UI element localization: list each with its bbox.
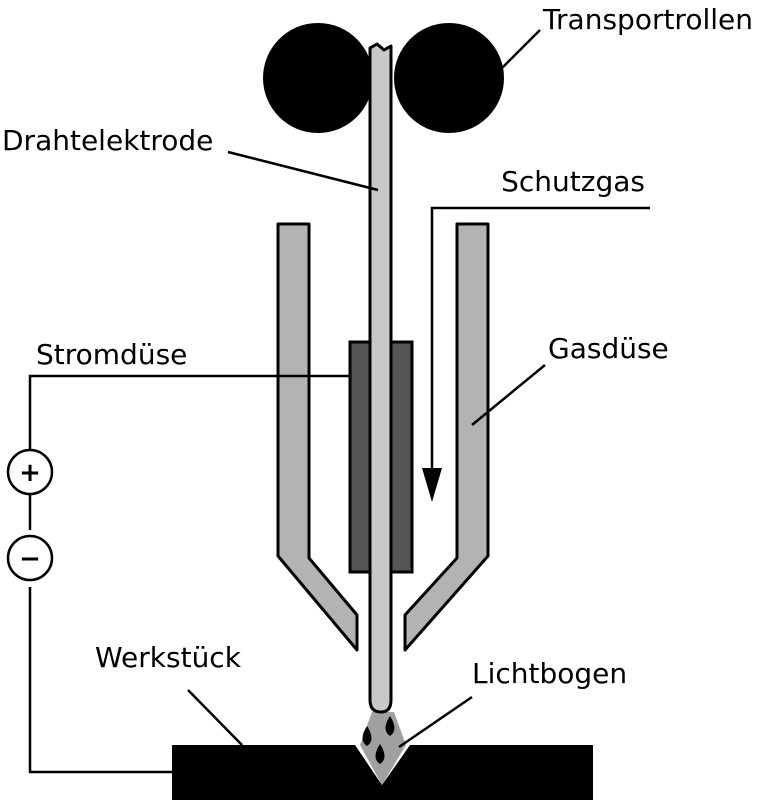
workpiece (172, 745, 593, 800)
label-schutzgas: Schutzgas (501, 165, 645, 198)
minus-symbol: − (19, 544, 41, 574)
werkstueck-leader-line (187, 689, 243, 746)
minus-terminal-circle (6, 534, 54, 582)
label-lichtbogen: Lichtbogen (472, 657, 627, 690)
transport-roller-right (394, 23, 504, 133)
gas-nozzle-left (276, 222, 359, 652)
lichtbogen-leader-line (398, 695, 473, 749)
schutzgas-arrow-head (422, 468, 442, 502)
transportrollen-leader-line (501, 29, 541, 69)
plus-terminal-circle (6, 448, 54, 496)
label-drahtelektrode: Drahtelektrode (2, 124, 213, 157)
transport-roller-left (263, 23, 373, 133)
label-transportrollen: Transportrollen (542, 3, 753, 36)
arc-cone (360, 712, 406, 785)
schutzgas-leader-line (430, 206, 650, 482)
weld-droplets (362, 716, 395, 764)
gas-nozzle-right (403, 222, 490, 652)
gasduese-leader-line (471, 364, 546, 426)
label-gasduese: Gasdüse (548, 332, 669, 365)
wire-electrode (368, 42, 393, 714)
label-werkstueck: Werkstück (95, 641, 242, 674)
ground-return-line (28, 587, 172, 774)
stromduese-leader-line (28, 374, 350, 450)
plus-symbol: + (19, 458, 41, 488)
drahtelektrode-leader-line (227, 150, 379, 192)
label-stromduese: Stromdüse (36, 338, 187, 371)
